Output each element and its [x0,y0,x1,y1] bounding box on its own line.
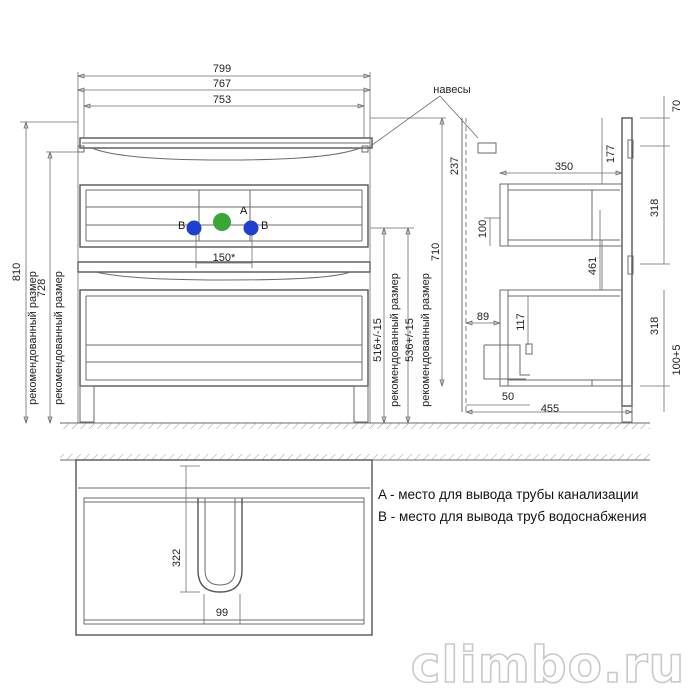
dim-322: 322 [171,549,183,567]
dim-318-bottom: 318 [649,317,661,335]
legend-line-a: A - место для вывода трубы канализации [378,487,638,502]
dim-50: 50 [502,391,514,403]
watermark: climbo.ru [411,636,685,694]
dim-150: 150* [213,252,236,264]
dim-799: 799 [213,63,231,75]
dim-70: 70 [671,100,683,112]
marker-b-left [186,220,202,236]
dim-461: 461 [587,257,599,275]
rec-label-516: рекомендованный размер [389,273,401,407]
dim-536: 536+/-15 [404,318,416,362]
dim-753: 753 [213,94,231,106]
marker-b-left-label: B [178,220,185,232]
legend: A - место для вывода трубы канализации B… [378,487,647,524]
dim-99: 99 [216,607,228,619]
dim-767: 767 [213,78,231,90]
rec-label-728: рекомендованный размер [53,271,65,405]
marker-a-label: A [240,205,248,217]
dim-728: 728 [36,279,48,297]
dim-516: 516+/-15 [372,318,384,362]
marker-b-right [243,220,259,236]
rec-label-536: рекомендованный размер [420,273,432,407]
dim-237: 237 [449,157,461,175]
front-labels: 799 767 753 навесы A B B 150* 810 рекоме… [11,63,471,407]
dim-350: 350 [555,161,573,173]
dim-89: 89 [477,311,489,323]
dim-100-5: 100+5 [671,345,683,376]
bottom-labels: 322 99 [171,549,228,619]
dim-810: 810 [11,263,23,281]
dim-100: 100 [477,220,489,238]
dim-455: 455 [541,403,559,415]
marker-b-right-label: B [261,220,268,232]
marker-a [213,213,231,231]
dim-117: 117 [515,313,527,331]
dim-177: 177 [605,145,617,163]
rec-label-810: рекомендованный размер [27,271,39,405]
legend-line-b: B - место для вывода труб водоснабжения [378,509,647,524]
side-labels: 70 237 177 350 318 100 461 89 117 318 10… [449,100,683,415]
hinges-label: навесы [433,84,471,96]
dim-318-top: 318 [649,199,661,217]
bottom-view [60,454,650,636]
front-view [20,72,650,429]
dim-710: 710 [430,243,442,261]
side-view [461,96,670,423]
